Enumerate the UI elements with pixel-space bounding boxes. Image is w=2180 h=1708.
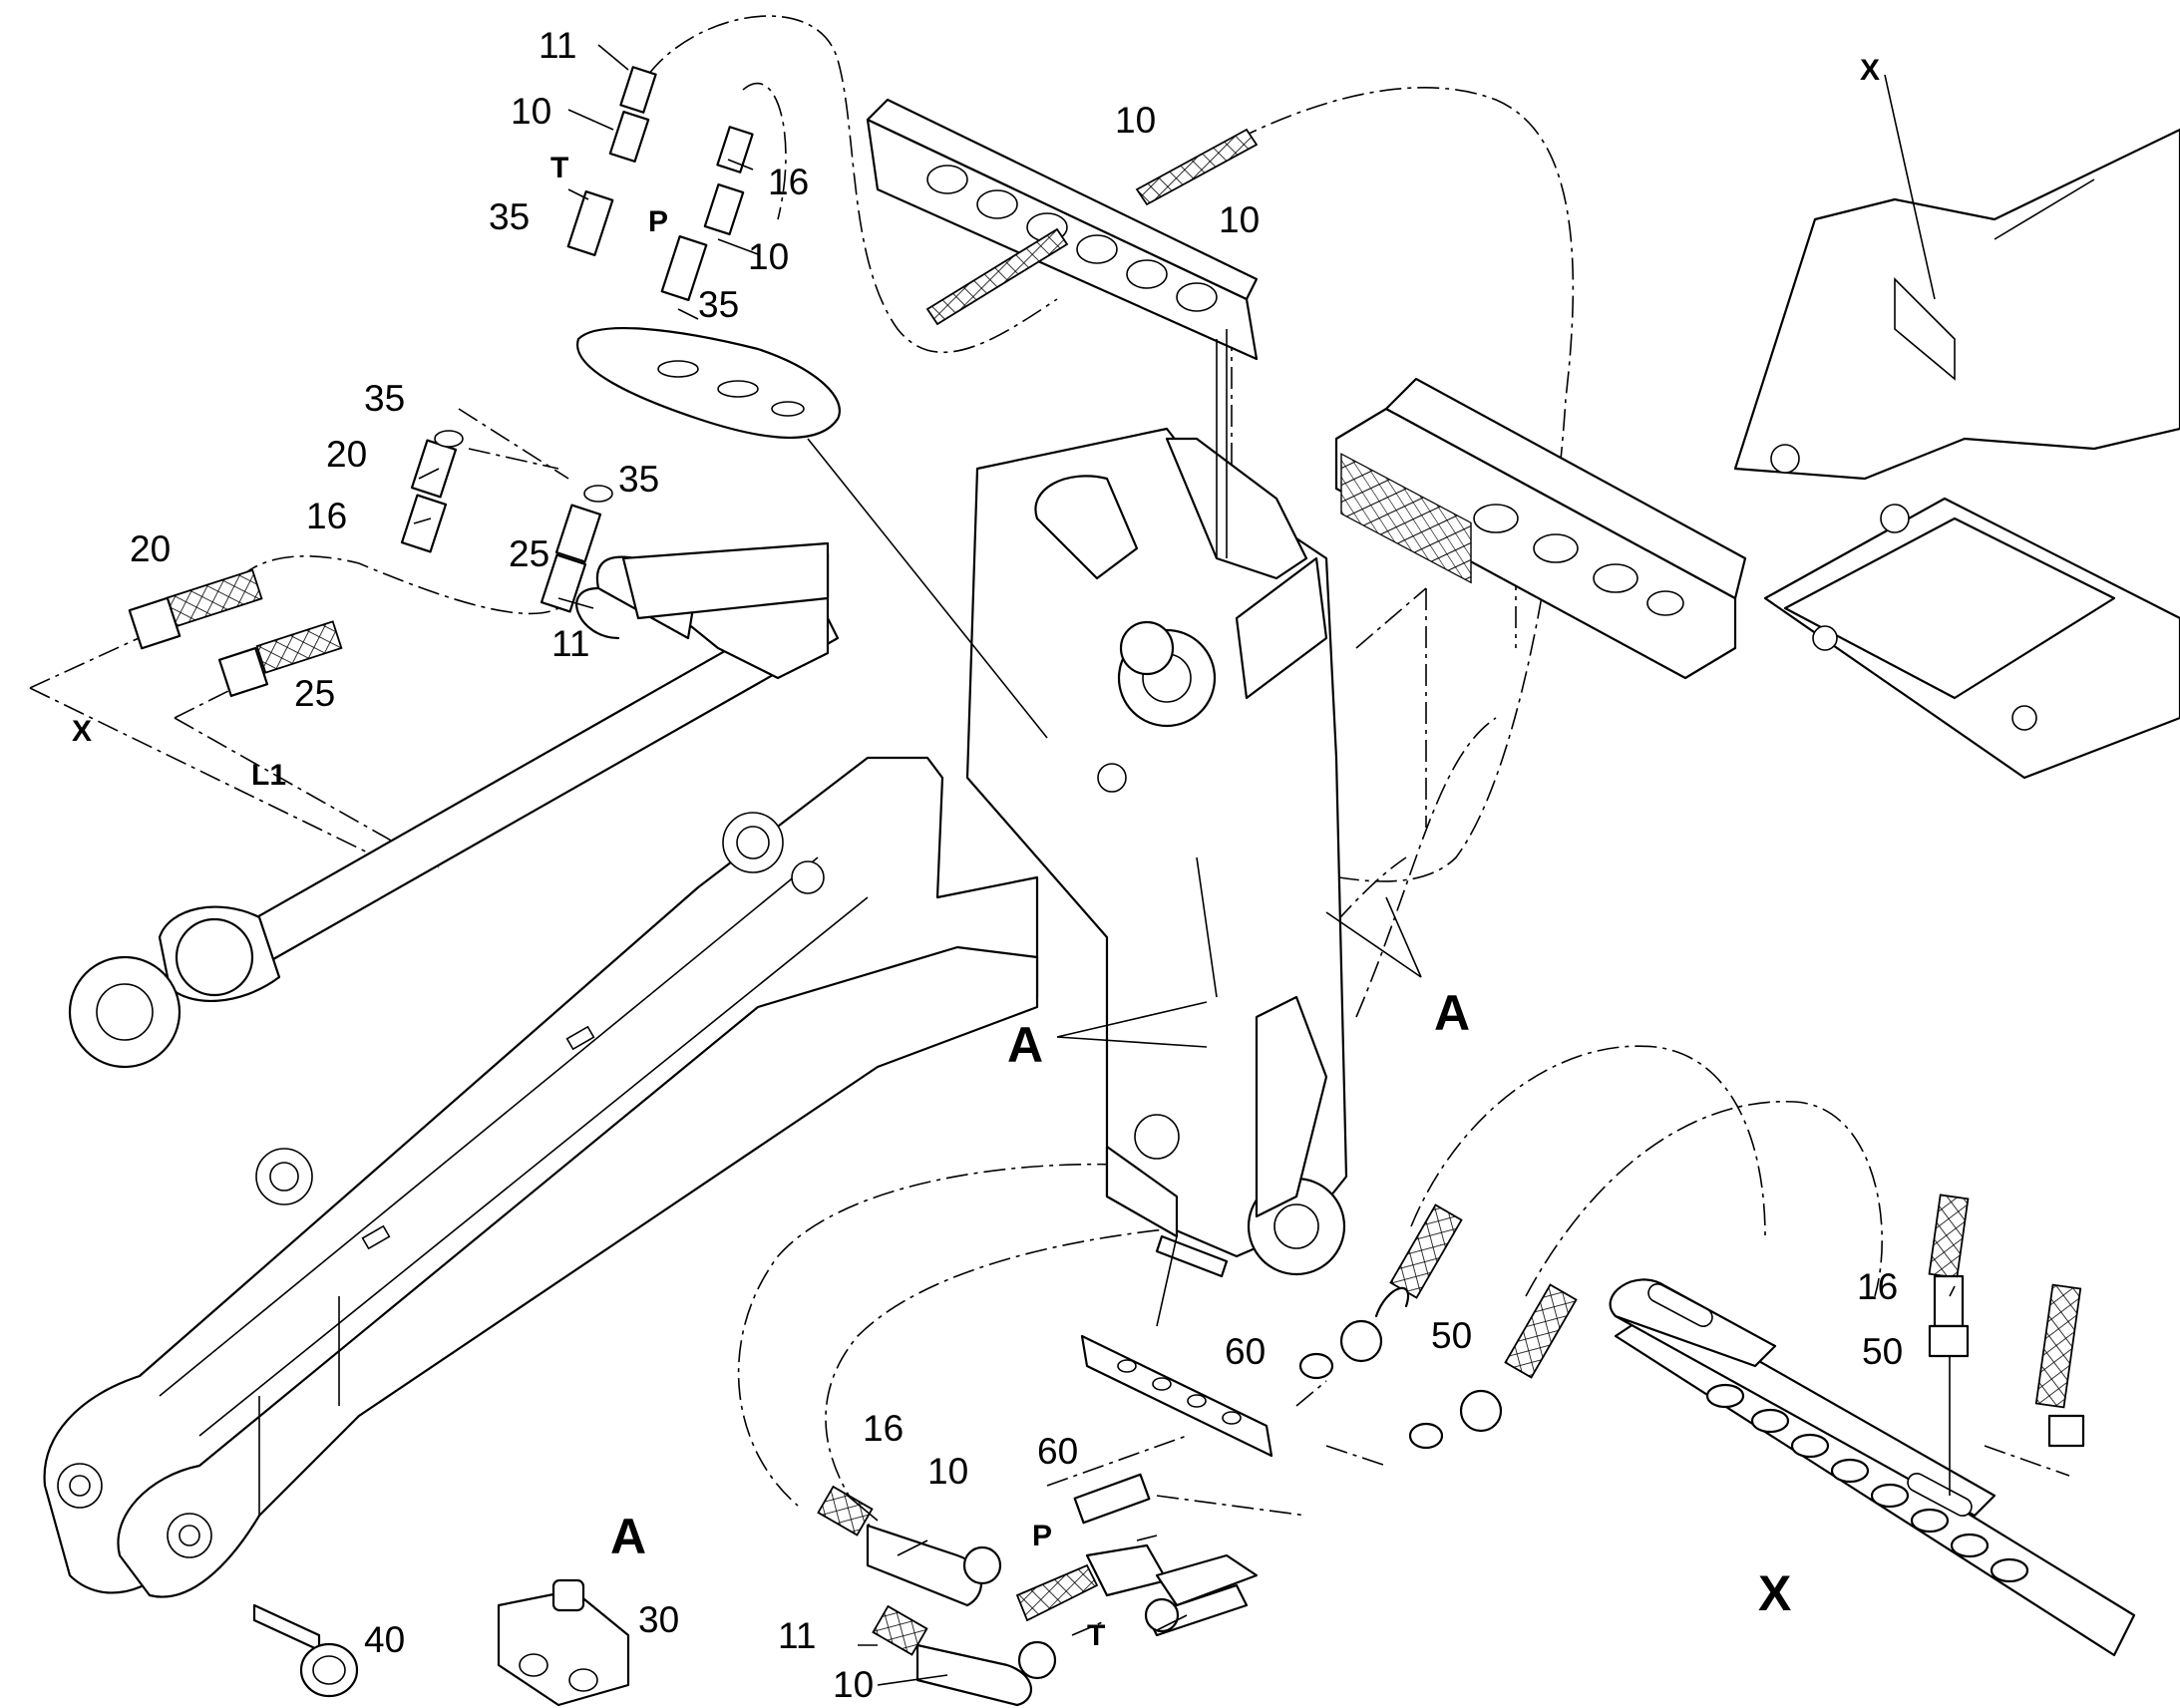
- callout-11: 11: [539, 25, 576, 66]
- detail-a-parts: [252, 1578, 630, 1707]
- callout-40: 40: [364, 1619, 405, 1660]
- detail-x-plate: [1609, 1194, 2136, 1657]
- callout-50: 50: [1862, 1331, 1903, 1372]
- callout-35: 35: [618, 459, 659, 500]
- callout-60: 60: [1037, 1431, 1078, 1472]
- callout-60: 60: [1225, 1331, 1266, 1372]
- callout-25: 25: [509, 533, 549, 574]
- main-boom: [43, 756, 1039, 1598]
- callout-10: 10: [511, 91, 551, 132]
- boom-head-bracket: [965, 427, 1348, 1276]
- upper-fittings: [128, 66, 841, 698]
- detail-x-title: X: [1758, 1565, 1791, 1621]
- callout-l1: L1: [251, 759, 286, 792]
- callout-p: P: [1032, 1520, 1052, 1552]
- callout-10: 10: [833, 1664, 874, 1705]
- callout-p: P: [648, 205, 668, 238]
- callout-t: T: [550, 152, 568, 184]
- callout-30: 30: [638, 1599, 679, 1640]
- callout-x: X: [1860, 54, 1880, 87]
- callout-16: 16: [1857, 1266, 1898, 1307]
- callout-35: 35: [489, 196, 530, 237]
- callout-16: 16: [863, 1408, 904, 1449]
- callout-10: 10: [927, 1451, 968, 1492]
- leader-lines: [413, 44, 1956, 1686]
- callout-10: 10: [1219, 199, 1260, 240]
- hose-bracket-right: [1334, 377, 1747, 680]
- callout-a: A: [1007, 1017, 1043, 1073]
- callout-a: A: [1434, 985, 1470, 1041]
- callout-20: 20: [130, 528, 171, 569]
- callout-t: T: [1087, 1619, 1105, 1652]
- callout-20: 20: [326, 434, 367, 475]
- callout-35: 35: [364, 378, 405, 419]
- callout-10: 10: [748, 236, 789, 277]
- callout-35: 35: [698, 284, 739, 325]
- callout-25: 25: [294, 673, 335, 714]
- callout-11: 11: [551, 623, 589, 664]
- callout-16: 16: [306, 496, 347, 536]
- callout-x: X: [72, 715, 92, 748]
- callout-10: 10: [1115, 100, 1156, 141]
- callout-16: 16: [768, 162, 809, 202]
- detail-a-title: A: [610, 1509, 646, 1564]
- inset-machine: [1733, 74, 2180, 780]
- callout-50: 50: [1431, 1315, 1472, 1356]
- hose-bracket-upper: [866, 98, 1259, 558]
- callout-labels: 11 10 T 35 16 P 10 35 10 10 X 35 20 16 3…: [72, 25, 1903, 1705]
- callout-11: 11: [778, 1615, 816, 1656]
